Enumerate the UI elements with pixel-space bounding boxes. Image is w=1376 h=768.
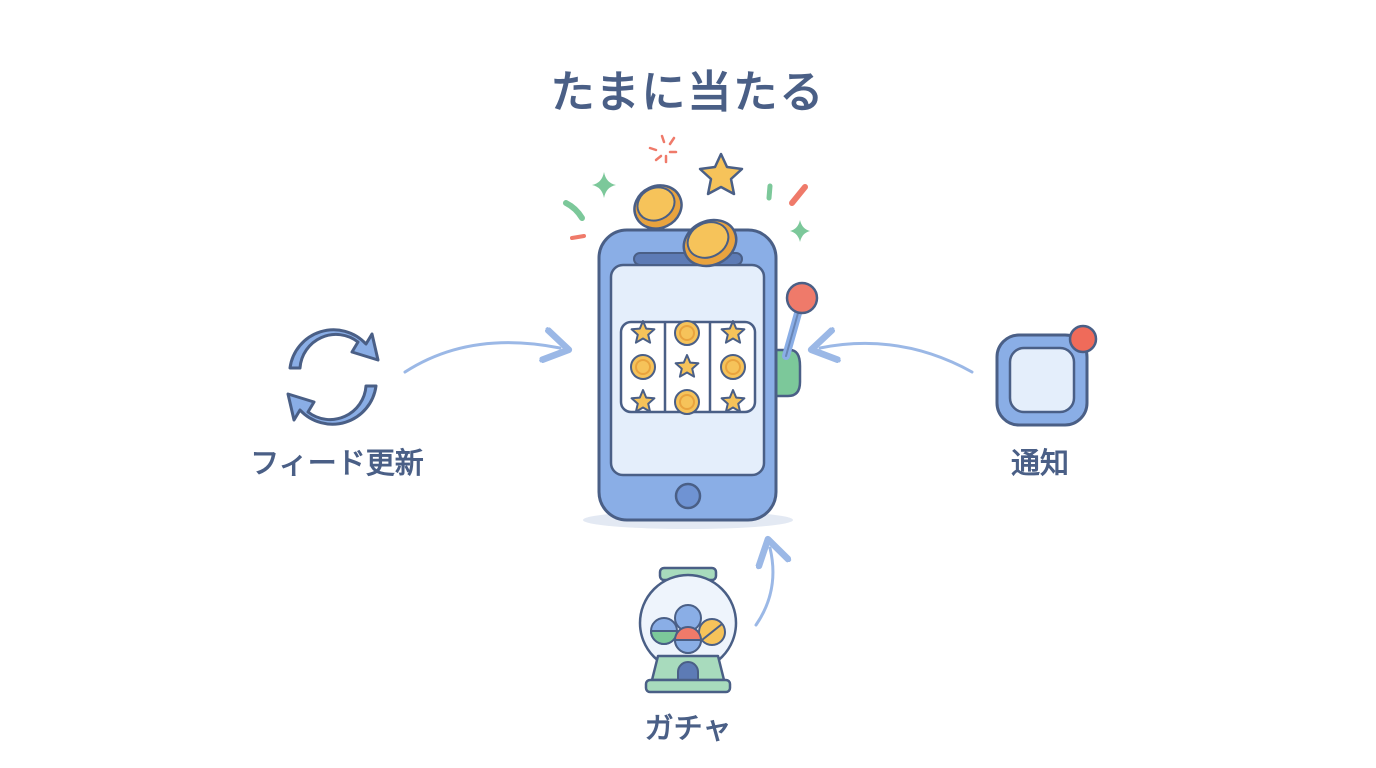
sparkle-icon: [563, 134, 810, 242]
label-feed-refresh: フィード更新: [250, 446, 424, 480]
star-icon: [698, 152, 744, 196]
label-notification: 通知: [1010, 446, 1069, 480]
reel-star-icon: [630, 389, 656, 413]
lever-knob: [785, 281, 819, 315]
coin-icon: [633, 184, 683, 230]
reel-coin-inner-ring: [725, 359, 741, 375]
reel-coin-icon: [674, 320, 700, 346]
arrow-notify-to-phone: [820, 343, 974, 374]
gacha-capsule-machine-icon: [638, 566, 738, 694]
arrow-feed-to-phone: [403, 343, 560, 374]
arrow-gacha-to-phone: [754, 548, 773, 627]
slot-machine-phone-icon: [597, 228, 819, 522]
reel-star-icon: [630, 320, 656, 344]
reel-coin-inner-ring: [635, 359, 651, 375]
refresh-arrows-icon: [286, 328, 380, 426]
reel-star-icon: [674, 354, 700, 378]
reel-coin-icon: [720, 354, 746, 380]
reel-star-icon: [720, 320, 746, 344]
reel-star-icon: [720, 389, 746, 413]
label-gacha: ガチャ: [644, 711, 732, 745]
app-badge-icon: [995, 324, 1098, 427]
reel-coin-inner-ring: [679, 394, 695, 410]
reel-coin-icon: [630, 354, 656, 380]
reel-coin-inner-ring: [679, 325, 695, 341]
reel-coin-icon: [674, 389, 700, 415]
notification-badge: [1068, 324, 1098, 354]
coin-icon: [682, 218, 738, 268]
reel-symbols: [630, 320, 746, 415]
diagram-title: たまに当たる: [550, 67, 826, 118]
